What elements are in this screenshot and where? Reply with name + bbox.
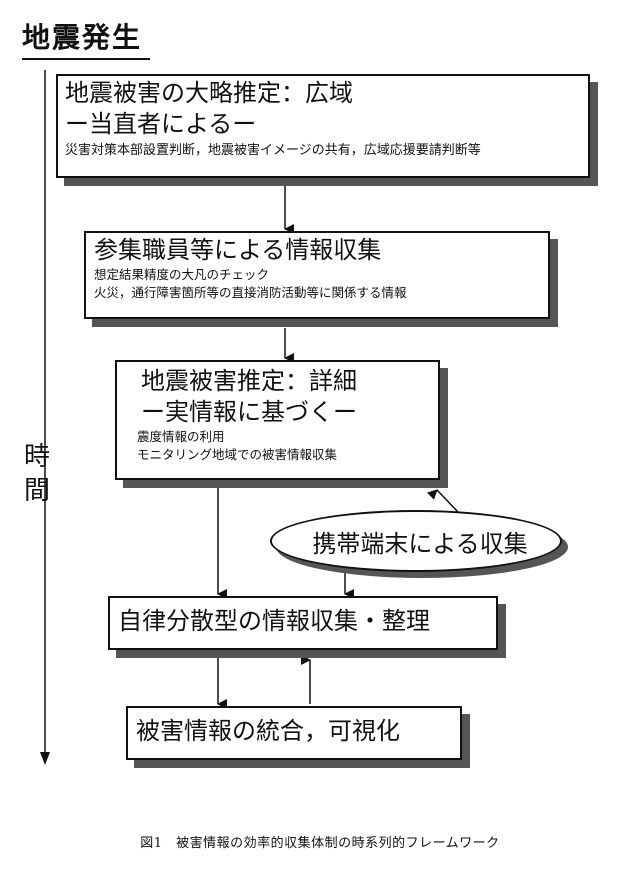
stage2-detail-2: 火災，通行障害箇所等の直接消防活動等に関係する情報 (94, 285, 407, 300)
stage-staff-collection-box: 参集職員等による情報収集 想定結果精度の大凡のチェック 火災，通行障害箇所等の直… (84, 231, 550, 319)
mobile-collection-label: 携帯端末による収集 (312, 529, 528, 558)
stage2-title: 参集職員等による情報収集 (94, 236, 382, 264)
stage1-title-line2: ー当直者によるー (65, 110, 257, 138)
time-axis-label: 時 間 (22, 440, 52, 508)
stage3-detail-1: 震度情報の利用 (137, 429, 225, 444)
stage3-title-line1: 地震被害推定：詳細 (141, 367, 357, 395)
figure-caption: 図1 被害情報の効率的収集体制の時系列的フレームワーク (140, 836, 500, 851)
page-title: 地震発生 (22, 16, 150, 60)
stage-distributed-collection-box: 自律分散型の情報収集・整理 (108, 596, 498, 650)
stage-detailed-estimation-box: 地震被害推定：詳細 ー実情報に基づくー 震度情報の利用 モニタリング地域での被害… (115, 360, 440, 480)
stage2-detail-1: 想定結果精度の大凡のチェック (94, 267, 270, 282)
stage1-title-line1: 地震被害の大略推定：広域 (65, 79, 353, 107)
stage3-title-line2: ー実情報に基づくー (141, 398, 357, 426)
time-axis-char-2: 間 (23, 476, 50, 506)
arrow-mobile-box3 (427, 489, 459, 513)
stage-rough-estimation-box: 地震被害の大略推定：広域 ー当直者によるー 災害対策本部設置判断，地震被害イメー… (56, 74, 590, 178)
stage3-detail-2: モニタリング地域での被害情報収集 (137, 447, 338, 462)
stage1-detail: 災害対策本部設置判断，地震被害イメージの共有，広域応援要請判断等 (65, 143, 481, 158)
stage-integration-box: 被害情報の統合，可視化 (126, 706, 462, 760)
time-axis-char-1: 時 (23, 442, 50, 472)
stage4-title: 自律分散型の情報収集・整理 (118, 607, 430, 635)
mobile-collection-ellipse: 携帯端末による収集 (270, 510, 562, 572)
stage5-title: 被害情報の統合，可視化 (136, 717, 400, 745)
